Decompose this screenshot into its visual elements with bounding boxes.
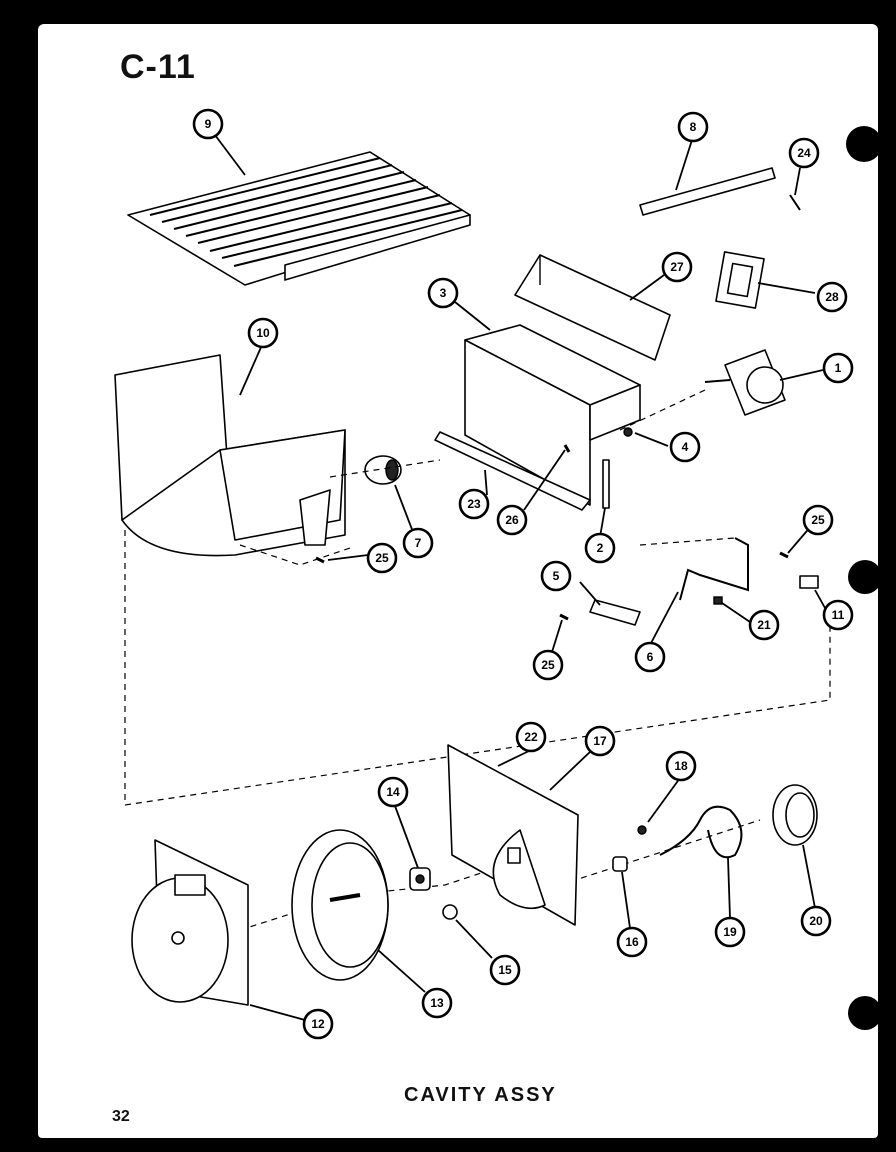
svg-text:18: 18 <box>674 759 688 773</box>
svg-text:26: 26 <box>505 513 519 527</box>
callout-5: 5 <box>540 560 572 592</box>
sheet-code: C-11 <box>120 48 196 86</box>
callout-18: 18 <box>665 750 697 782</box>
svg-text:15: 15 <box>498 963 512 977</box>
svg-text:23: 23 <box>467 497 481 511</box>
callout-24: 24 <box>788 137 820 169</box>
svg-text:27: 27 <box>670 260 684 274</box>
callout-17: 17 <box>584 725 616 757</box>
part-washer-4 <box>623 427 633 437</box>
callout-7: 7 <box>402 527 434 559</box>
callout-13: 13 <box>421 987 453 1019</box>
callout-19: 19 <box>714 916 746 948</box>
callout-12: 12 <box>302 1008 334 1040</box>
part-bushing-14 <box>409 867 431 891</box>
part-cap-20 <box>772 784 818 846</box>
part-washer-15 <box>442 904 458 920</box>
svg-text:25: 25 <box>541 658 555 672</box>
svg-text:20: 20 <box>809 914 823 928</box>
svg-text:17: 17 <box>593 734 607 748</box>
callout-15: 15 <box>489 954 521 986</box>
callout-4: 4 <box>669 431 701 463</box>
punch-hole <box>846 126 882 162</box>
punch-hole <box>848 996 882 1030</box>
part-cord-19 <box>659 805 743 859</box>
page-number: 32 <box>112 1108 130 1125</box>
svg-text:13: 13 <box>430 996 444 1010</box>
callout-9: 9 <box>192 108 224 140</box>
svg-text:6: 6 <box>647 650 654 664</box>
part-wire-6 <box>679 537 749 601</box>
part-air-duct <box>114 354 346 557</box>
svg-text:24: 24 <box>797 146 811 160</box>
part-nut-21 <box>713 596 723 605</box>
callout-22: 22 <box>515 721 547 753</box>
part-switch-11 <box>799 575 819 589</box>
part-fitting-7 <box>364 455 402 485</box>
part-blower-wheel <box>291 829 389 981</box>
callout-27: 27 <box>661 251 693 283</box>
punch-hole <box>848 560 882 594</box>
svg-text:1: 1 <box>835 361 842 375</box>
part-grommet-16 <box>612 856 628 872</box>
svg-text:11: 11 <box>832 608 845 622</box>
callout-6: 6 <box>634 641 666 673</box>
svg-text:5: 5 <box>553 569 560 583</box>
callout-21: 21 <box>748 609 780 641</box>
callout-20: 20 <box>800 905 832 937</box>
svg-text:19: 19 <box>723 925 737 939</box>
part-cavity-box <box>434 324 641 511</box>
callout-25-left: 25 <box>532 649 564 681</box>
callout-10: 10 <box>247 317 279 349</box>
part-bar <box>639 167 776 216</box>
callout-25-duct: 25 <box>366 542 398 574</box>
part-blower-housing <box>131 839 249 1006</box>
part-motor <box>704 349 786 416</box>
svg-text:8: 8 <box>690 120 697 134</box>
svg-text:22: 22 <box>524 730 538 744</box>
part-bracket-5 <box>589 599 641 626</box>
part-nut-18 <box>637 825 647 835</box>
callout-28: 28 <box>816 281 848 313</box>
svg-text:16: 16 <box>625 935 639 949</box>
callout-11: 11 <box>822 599 854 631</box>
callout-8: 8 <box>677 111 709 143</box>
callout-3: 3 <box>427 277 459 309</box>
callout-23: 23 <box>458 488 490 520</box>
part-angle-bracket <box>514 254 671 361</box>
callout-1: 1 <box>822 352 854 384</box>
part-rack <box>127 151 471 286</box>
part-mounting-plate <box>447 744 579 926</box>
part-rod-2 <box>602 459 610 509</box>
svg-text:25: 25 <box>375 551 389 565</box>
svg-text:14: 14 <box>386 785 400 799</box>
svg-text:25: 25 <box>811 513 825 527</box>
svg-text:4: 4 <box>682 440 689 454</box>
part-screw-24 <box>789 194 801 211</box>
callout-16: 16 <box>616 926 648 958</box>
svg-text:21: 21 <box>757 618 771 632</box>
svg-text:12: 12 <box>311 1017 325 1031</box>
svg-text:9: 9 <box>205 117 212 131</box>
part-clip-28 <box>715 251 765 309</box>
callout-25-right: 25 <box>802 504 834 536</box>
part-screws <box>315 444 789 621</box>
svg-text:7: 7 <box>415 536 422 550</box>
leader-lines <box>214 134 826 1021</box>
callout-2: 2 <box>584 532 616 564</box>
svg-text:10: 10 <box>256 326 270 340</box>
callout-14: 14 <box>377 776 409 808</box>
svg-text:28: 28 <box>825 290 839 304</box>
svg-text:3: 3 <box>440 286 447 300</box>
svg-text:2: 2 <box>597 541 604 555</box>
diagram-title: CAVITY ASSY <box>404 1084 557 1106</box>
callout-26: 26 <box>496 504 528 536</box>
